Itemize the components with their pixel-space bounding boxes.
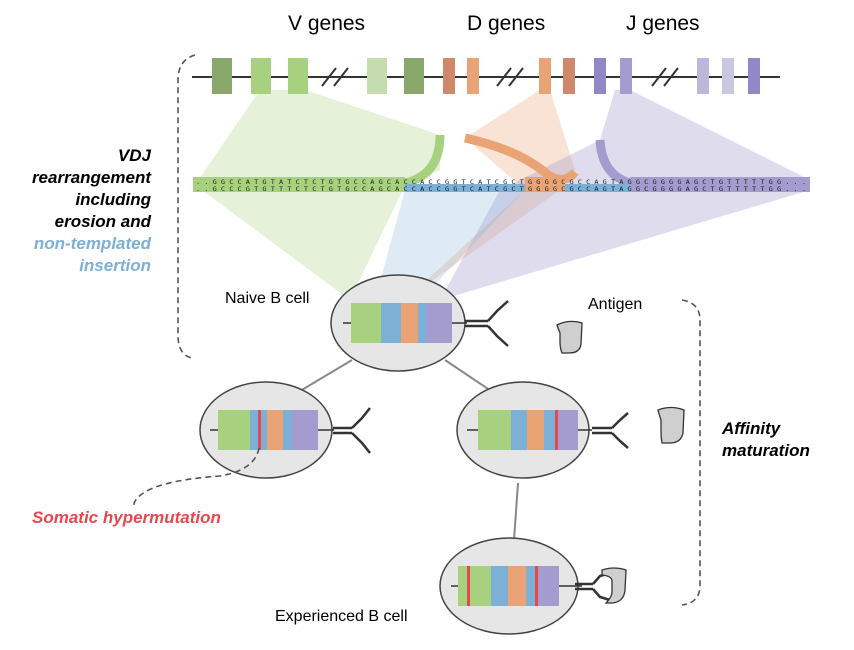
label-line: maturation [722,441,810,460]
seg-d [401,303,418,343]
v-gene-block [367,58,387,94]
antigen-icon [657,406,685,444]
seg-d [508,566,526,606]
experienced-b-cell [439,537,627,635]
seg-n1 [381,303,401,343]
germline-locus [192,58,780,94]
seg-v [458,566,491,606]
somatic-hypermutation-label: Somatic hypermutation [32,508,221,527]
antigen-label: Antigen [588,296,643,313]
label-line-insertion: insertion [79,256,151,275]
v-funnel [195,90,440,300]
label-line: Affinity [722,419,781,438]
seq-insertion-segment [565,184,630,192]
sequence-top-strand: . . G G C C A T G T A T C T C T G T G C … [196,179,806,186]
sequence-bottom-strand: . . G C C C G T G T T T C T C T G T G C … [196,186,806,193]
naive-b-cell-label: Naive B cell [225,290,310,307]
label-line: erosion and [54,212,151,231]
j-arc [595,139,632,188]
v-gene-block [212,58,232,94]
v-genes-title: V genes [288,12,366,35]
label-line: including [75,190,151,209]
seg-v [478,410,511,450]
d-gene-block [443,58,455,94]
rearranged-sequence: . . G G C C A T G T A T C T C T G T G C … [193,177,810,193]
v-arc [403,134,445,188]
label-line-insertion: non-templated [33,234,151,253]
d-gene-block [563,58,575,94]
seg-v [218,410,250,450]
experienced-b-cell-label: Experienced B cell [275,608,408,625]
seg-j [292,410,318,450]
j-gene-block [748,58,760,94]
d-gene-block [467,58,479,94]
vdj-rearrangement-label: VDJ rearrangement including erosion and … [32,145,151,277]
seq-insertion-segment [405,184,525,192]
j-gene-block [594,58,606,94]
receptor-icon [592,412,629,449]
v-gene-block [288,58,308,94]
seq-d-segment [525,177,565,192]
j-gene-block [620,58,632,94]
gene-arcs [403,133,632,188]
seg-j [558,410,578,450]
mutation-mark [467,566,470,606]
j-gene-block [697,58,709,94]
bound-antigen-icon [601,567,627,604]
receptor-icon [465,300,509,347]
v-gene-block [251,58,271,94]
seg-n1 [491,566,508,606]
naive-b-cell [330,274,509,372]
v-gene-block [404,58,424,94]
seg-n1 [511,410,527,450]
seg-d [527,410,544,450]
j-gene-block [722,58,734,94]
insertion-funnel [375,190,525,300]
j-genes-title: J genes [626,12,700,35]
shm-pointer [132,447,260,509]
seq-v-segment [193,177,405,192]
d-funnel [405,90,575,300]
seg-j [535,566,559,606]
d-genes-title: D genes [467,12,546,35]
j-funnel [440,90,810,300]
seg-n2 [544,410,558,450]
d-gene-block [539,58,551,94]
seg-n2 [418,303,426,343]
funnels [195,90,810,300]
break-marks [321,67,679,87]
mutation-mark [535,566,538,606]
seg-d [267,410,283,450]
child-b-cell-left [199,381,371,479]
mutation-mark [555,410,558,450]
label-line: rearrangement [31,168,151,187]
affinity-maturation-label: Affinity maturation [722,418,810,462]
right-bracket [681,299,701,606]
seq-j-segment [630,177,810,192]
d-arc [464,133,579,184]
antigen-icon [556,320,583,354]
receptor-icon [333,407,371,454]
child-b-cell-right [456,381,629,479]
seg-j [426,303,452,343]
label-line: VDJ [117,146,151,165]
seg-n2 [526,566,535,606]
left-bracket [177,54,196,359]
seg-v [351,303,381,343]
seg-n2 [283,410,292,450]
mutation-mark [258,410,261,450]
